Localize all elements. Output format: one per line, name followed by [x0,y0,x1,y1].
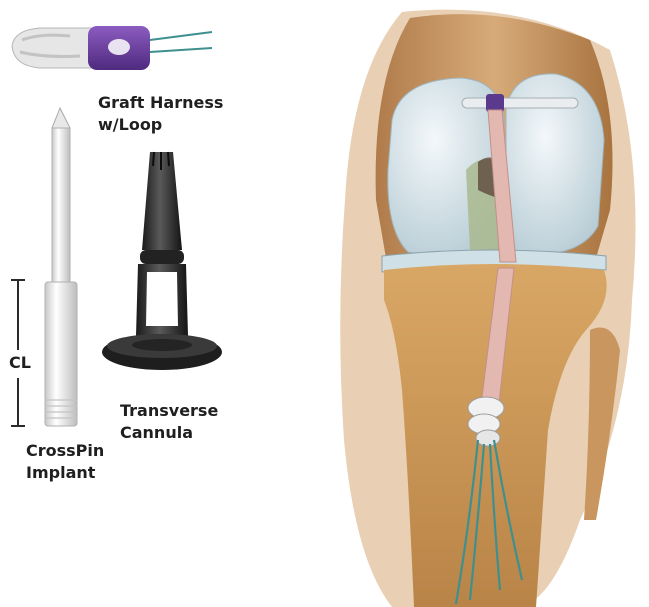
harness-suture-1 [150,32,212,40]
transverse-cannula-device [102,152,222,370]
transverse-cannula-label-line-2: Cannula [120,422,218,444]
graft-harness-device [12,26,212,70]
crosspin-implant-label: CrossPin Implant [26,440,104,484]
knee-illustration [340,10,635,607]
cannula-window [136,264,188,336]
implant-tip [52,108,70,128]
femoral-crosspin [462,98,578,108]
harness-loop-hole [108,39,130,55]
crosspin-implant-device [45,108,77,426]
graft-harness-label-line-1: Graft Harness [98,92,223,114]
graft-harness-label-line-2: w/Loop [98,114,223,136]
transverse-cannula-label: Transverse Cannula [120,400,218,444]
cannula-neck [140,250,184,264]
graft-harness-label: Graft Harness w/Loop [98,92,223,136]
crosspin-collar [486,94,504,112]
harness-suture-2 [150,48,212,52]
implant-shaft [52,128,70,288]
cl-label: CL [9,352,31,374]
cannula-flange-rim [132,339,192,351]
crosspin-implant-label-line-1: CrossPin [26,440,104,462]
implant-body [45,282,77,426]
transverse-cannula-label-line-1: Transverse [120,400,218,422]
cl-label-text: CL [9,352,31,374]
crosspin-implant-label-line-2: Implant [26,462,104,484]
